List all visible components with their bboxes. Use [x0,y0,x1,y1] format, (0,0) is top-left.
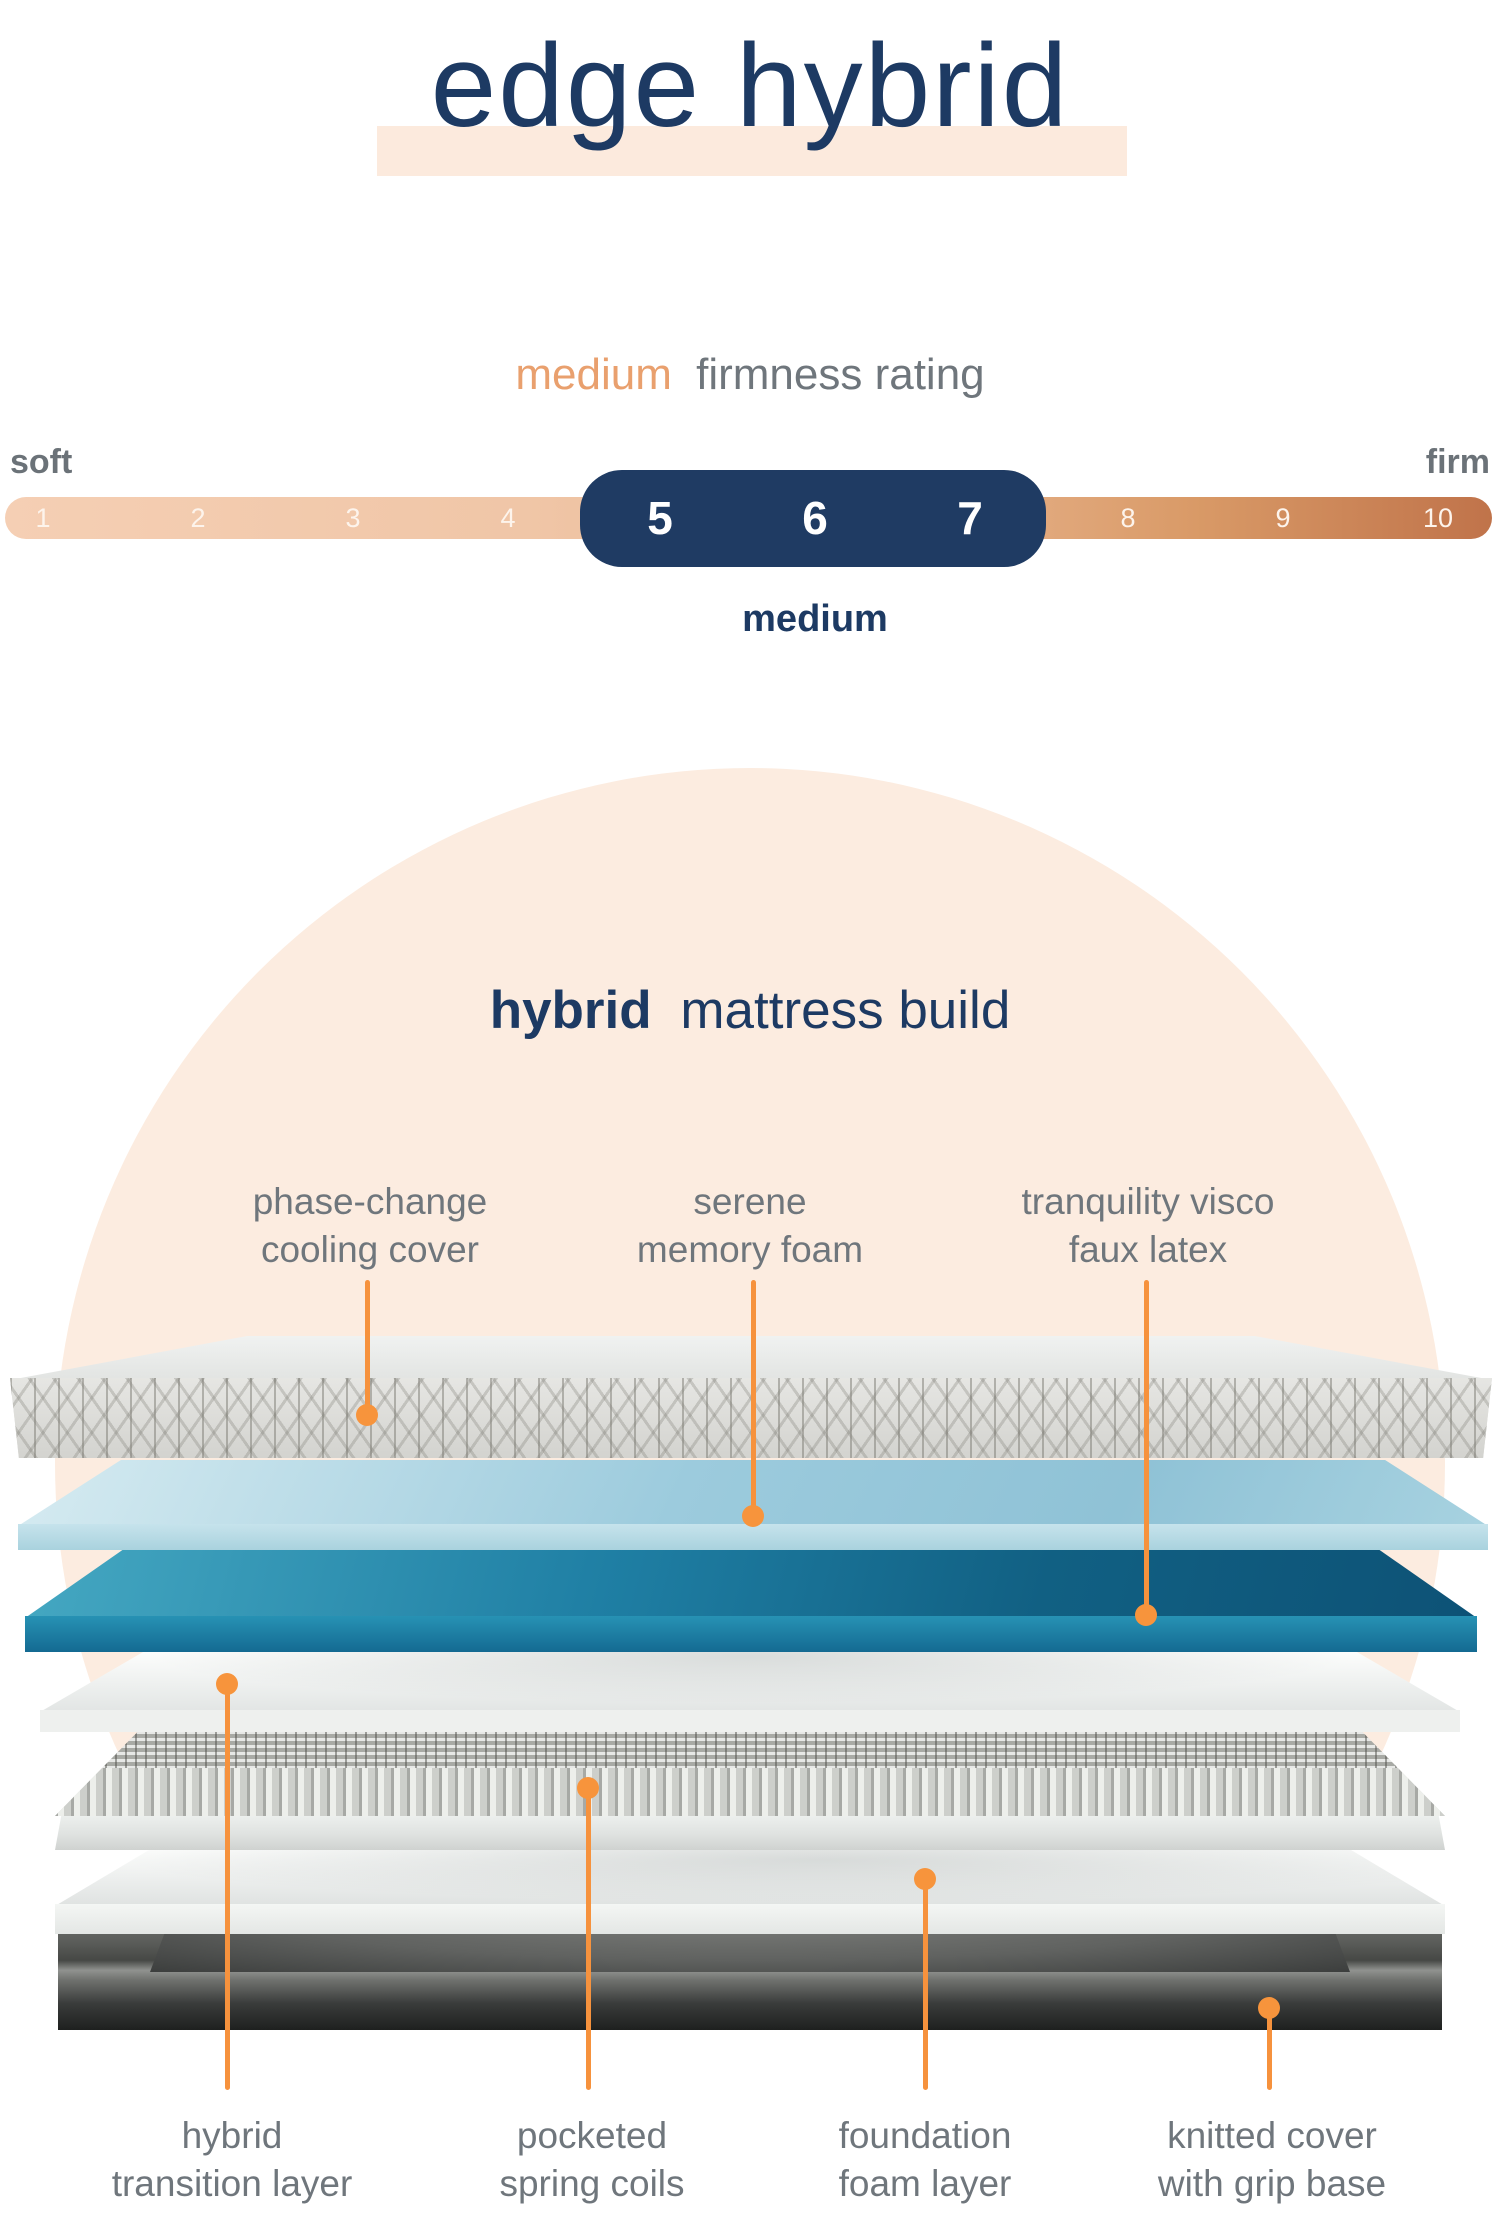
build-heading-rest: mattress build [680,981,1011,1040]
label-phase-change-cooling-cover: phase-change cooling cover [160,1178,580,1274]
layer-hybrid-transition-top [40,1650,1460,1712]
layer-hybrid-transition-front [40,1710,1460,1732]
label-line: transition layer [111,2163,353,2204]
scale-number-3: 3 [345,503,361,533]
selected-firmness-label: medium [742,598,888,640]
label-line: phase-change [252,1181,488,1222]
firmness-heading: medium firmness rating [0,350,1500,400]
connector-foundation [923,1882,928,2090]
label-foundation-foam-layer: foundation foam layer [715,2112,1135,2208]
label-line: foam layer [838,2163,1012,2204]
scale-soft-label: soft [10,443,73,481]
label-pocketed-spring-coils: pocketed spring coils [382,2112,802,2208]
label-tranquility-visco-faux-latex: tranquility visco faux latex [938,1178,1358,1274]
firmness-heading-highlight: medium [515,350,672,399]
scale-number-7: 7 [957,492,983,544]
build-heading-bold: hybrid [489,981,652,1040]
coil-pillars-texture [55,1768,1445,1816]
scale-number-10: 10 [1422,503,1454,533]
page-title: edge hybrid [430,20,1070,152]
layer-tranquility-visco-top [25,1542,1477,1618]
scale-number-6: 6 [802,492,828,544]
connector-hybrid-transition [225,1686,230,2090]
dot-hybrid-transition [216,1673,238,1695]
scale-number-4: 4 [500,503,516,533]
connector-tranquility [1144,1280,1149,1613]
label-line: serene [693,1181,807,1222]
firmness-selected-pill: 5 6 7 [580,470,1046,567]
label-line: faux latex [1068,1229,1228,1270]
build-heading: hybrid mattress build [0,980,1500,1041]
label-knitted-cover-grip-base: knitted cover with grip base [1062,2112,1482,2208]
layer-foundation-foam-top [55,1848,1445,1906]
label-line: cooling cover [260,1229,479,1270]
label-line: foundation [838,2115,1012,2156]
label-line: tranquility visco [1021,1181,1275,1222]
dot-tranquility [1135,1604,1157,1626]
label-serene-memory-foam: serene memory foam [540,1178,960,1274]
connector-phase-change [365,1280,370,1414]
label-line: pocketed [516,2115,668,2156]
scale-number-1: 1 [35,503,51,533]
layer-serene-memory-foam-front [18,1524,1488,1550]
label-line: memory foam [636,1229,864,1270]
connector-pocketed-coils [586,1790,591,2090]
layer-pocketed-spring-coils [55,1724,1445,1816]
label-line: with grip base [1157,2163,1387,2204]
scale-firm-label: firm [1425,443,1490,481]
connector-serene [751,1280,756,1514]
label-line: hybrid [181,2115,283,2156]
label-line: knitted cover [1167,2115,1377,2156]
connector-knitted-cover [1267,2010,1272,2090]
layer-coil-base-slab [55,1812,1445,1850]
dot-serene [742,1505,764,1527]
scale-number-5: 5 [647,492,673,544]
dot-foundation [914,1868,936,1890]
dot-knitted-cover [1258,1997,1280,2019]
label-hybrid-transition-layer: hybrid transition layer [22,2112,442,2208]
dot-phase-change [356,1404,378,1426]
label-line: spring coils [499,2163,685,2204]
firmness-heading-rest: firmness rating [696,350,985,399]
layer-foundation-foam-front [55,1904,1445,1934]
title-highlight-band [377,126,1127,176]
scale-number-8: 8 [1120,503,1136,533]
scale-number-2: 2 [190,503,206,533]
layer-tranquility-visco-front [25,1616,1477,1652]
scale-number-9: 9 [1275,503,1291,533]
dot-pocketed-coils [577,1777,599,1799]
